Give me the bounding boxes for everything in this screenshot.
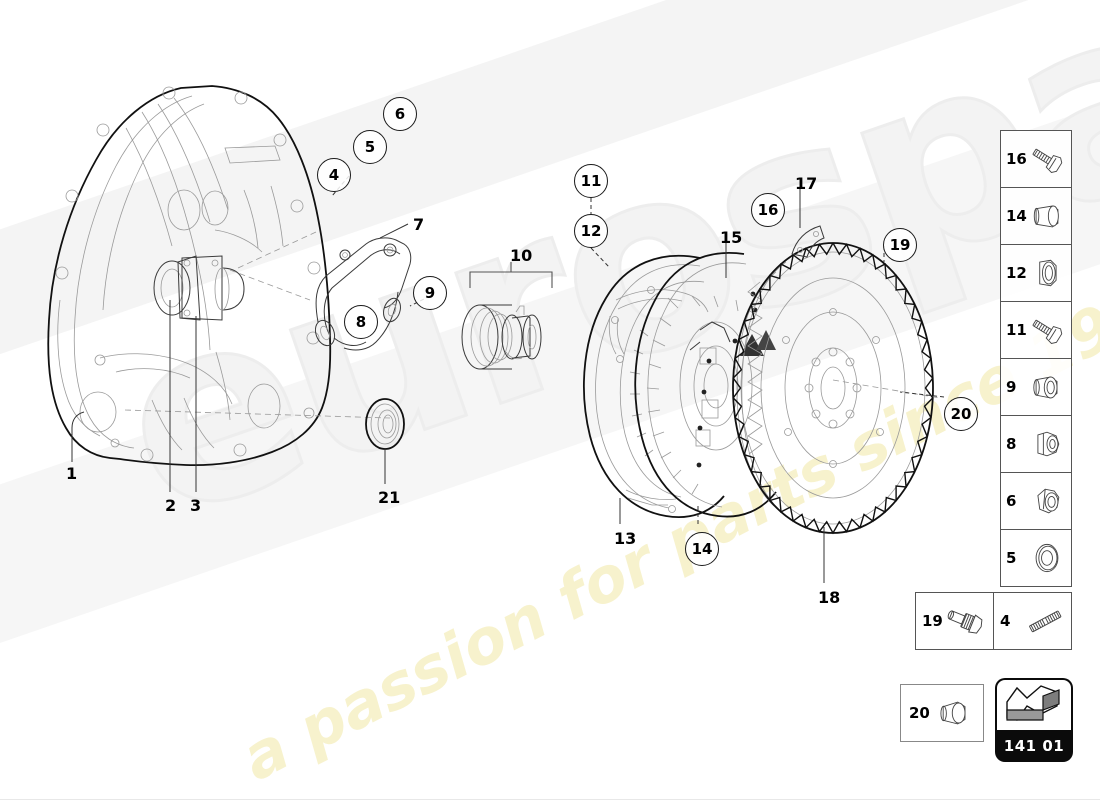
callout-dowel-sleeve[interactable]: 20 bbox=[944, 397, 978, 431]
callout-guide-sleeve[interactable]: 3 bbox=[190, 496, 202, 515]
callout-release-bearing[interactable]: 10 bbox=[510, 246, 533, 265]
parts-legend-row: 19 4 bbox=[915, 592, 1072, 650]
hex-bolt-icon bbox=[1027, 138, 1067, 180]
bell-housing-art bbox=[47, 85, 391, 467]
clutch-disc-art bbox=[634, 252, 777, 518]
shaft-seal-art bbox=[365, 398, 405, 450]
pivot-cap-icon bbox=[1027, 423, 1067, 465]
callout-pressure-plate[interactable]: 13 bbox=[614, 529, 637, 548]
wedge-icon bbox=[1006, 685, 1060, 721]
part-number-badge: 141 01 bbox=[995, 678, 1073, 762]
retaining-plate-art bbox=[791, 225, 825, 258]
legend-row-12[interactable]: 12 bbox=[1001, 245, 1071, 302]
legend-number: 6 bbox=[1006, 492, 1017, 510]
bush-icon bbox=[1027, 366, 1067, 408]
legend-number: 9 bbox=[1006, 378, 1017, 396]
callout-pivot-cap[interactable]: 8 bbox=[344, 305, 378, 339]
dowel-pin-icon bbox=[945, 600, 989, 642]
legend-row-8[interactable]: 8 bbox=[1001, 416, 1071, 473]
legend-row-5[interactable]: 5 bbox=[1001, 530, 1071, 587]
callout-release-fork[interactable]: 7 bbox=[413, 215, 425, 234]
pressure-plate-art bbox=[583, 254, 725, 518]
legend-row-14[interactable]: 14 bbox=[1001, 188, 1071, 245]
callout-shaft-seal[interactable]: 21 bbox=[378, 488, 401, 507]
hex-bolt-icon bbox=[1027, 309, 1067, 351]
flat-washer-icon bbox=[1027, 537, 1067, 579]
callout-stud[interactable]: 4 bbox=[317, 158, 351, 192]
badge-illustration bbox=[997, 680, 1071, 730]
leader-lines bbox=[71, 175, 945, 583]
legend-row-6[interactable]: 6 bbox=[1001, 473, 1071, 530]
part-number-text: 141 01 bbox=[1003, 737, 1065, 755]
callout-housing-bush[interactable]: 2 bbox=[165, 496, 177, 515]
callout-bell-housing[interactable]: 1 bbox=[66, 464, 78, 483]
callout-bolt[interactable]: 11 bbox=[574, 164, 608, 198]
washer-icon bbox=[1027, 252, 1067, 294]
callout-washer[interactable]: 5 bbox=[353, 130, 387, 164]
legend-row-9[interactable]: 9 bbox=[1001, 359, 1071, 416]
parts-legend-column: 16 14 12 11 9 8 6 5 bbox=[1000, 130, 1072, 587]
legend-number: 11 bbox=[1006, 321, 1027, 339]
callout-flywheel[interactable]: 18 bbox=[818, 588, 841, 607]
legend-number: 20 bbox=[909, 704, 930, 722]
legend-cell-19[interactable]: 19 bbox=[916, 593, 994, 649]
callout-spacer-bush[interactable]: 14 bbox=[685, 532, 719, 566]
legend-row-16[interactable]: 16 bbox=[1001, 131, 1071, 188]
callout-bolt-16[interactable]: 16 bbox=[751, 193, 785, 227]
callout-dowel-pin[interactable]: 19 bbox=[883, 228, 917, 262]
flywheel-art bbox=[732, 242, 941, 535]
legend-number: 19 bbox=[922, 612, 943, 630]
callout-washer-12[interactable]: 12 bbox=[574, 214, 608, 248]
legend-number: 4 bbox=[1000, 612, 1011, 630]
legend-row-11[interactable]: 11 bbox=[1001, 302, 1071, 359]
legend-number: 12 bbox=[1006, 264, 1027, 282]
legend-number: 5 bbox=[1006, 549, 1017, 567]
release-fork-art bbox=[314, 237, 412, 351]
legend-cell-4[interactable]: 4 bbox=[994, 593, 1071, 649]
release-bearing-art bbox=[461, 262, 553, 370]
callout-retaining-plate[interactable]: 17 bbox=[795, 174, 818, 193]
callout-clutch-disc[interactable]: 15 bbox=[720, 228, 743, 247]
legend-number: 14 bbox=[1006, 207, 1027, 225]
spacer-bush-icon bbox=[1027, 195, 1067, 237]
dowel-sleeve-icon bbox=[933, 693, 977, 733]
legend-number: 8 bbox=[1006, 435, 1017, 453]
hex-nut-icon bbox=[1027, 480, 1067, 522]
parts-legend-single: 20 bbox=[900, 684, 984, 742]
callout-bush[interactable]: 9 bbox=[413, 276, 447, 310]
stud-icon bbox=[1023, 600, 1067, 642]
callout-nut[interactable]: 6 bbox=[383, 97, 417, 131]
legend-number: 16 bbox=[1006, 150, 1027, 168]
